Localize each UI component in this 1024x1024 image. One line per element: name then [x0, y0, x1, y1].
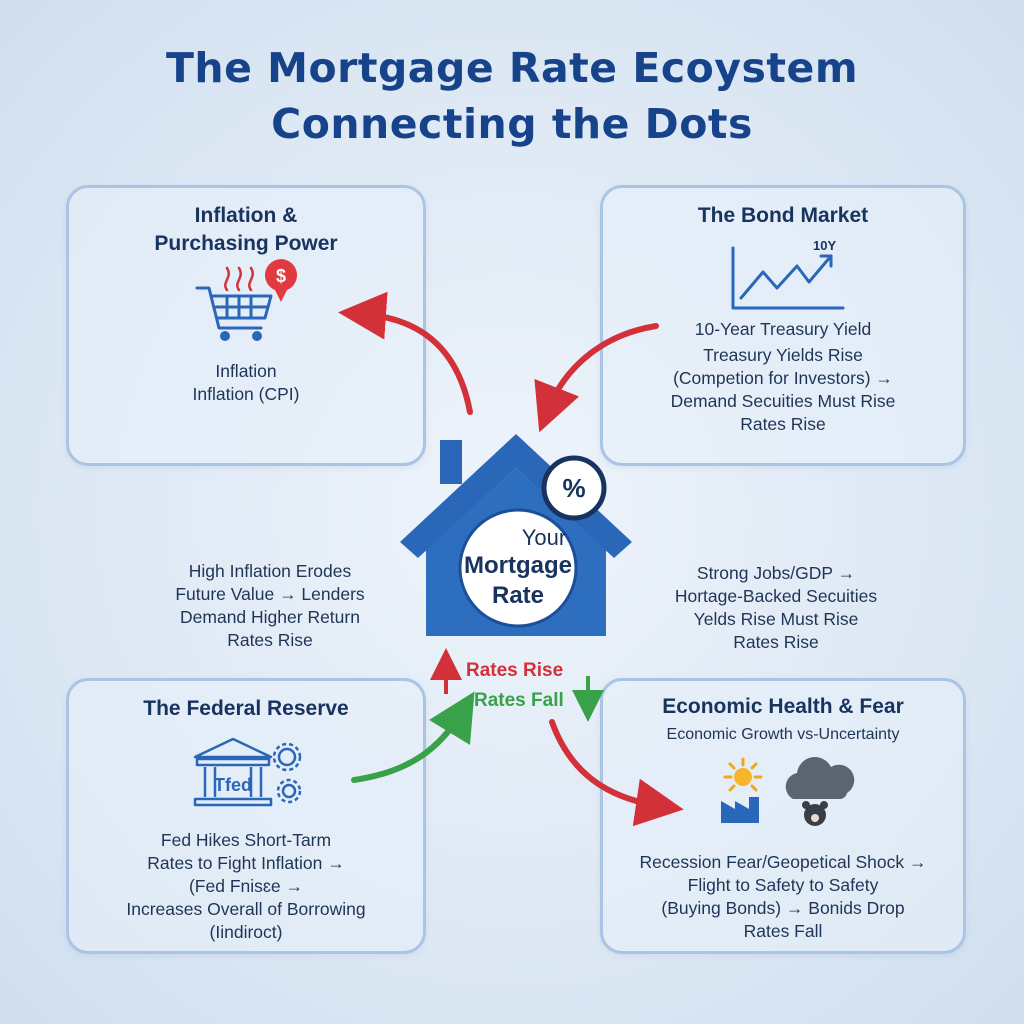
dollar-badge-label: $ — [275, 266, 286, 286]
inflation-title-line1: Inflation & — [194, 204, 298, 227]
rates-fall-label: Rates Fall — [474, 690, 564, 711]
jobs-effect-text: Strong Jobs/GDP → Hortage-Backed Secuiti… — [646, 562, 906, 654]
jobs-effect-line2: Hortage-Backed Secuities — [674, 586, 878, 606]
econ-text-line4: Rates Fall — [743, 921, 823, 941]
fed-text-line4: Increases Overall of Borrowing — [126, 899, 366, 919]
fed-title: The Federal Reserve — [143, 697, 349, 720]
yield-chart-label: 10Y — [813, 238, 837, 253]
bond-text-line3: Demand Secuities Must Rise — [670, 391, 896, 411]
fed-text-line2: Rates to Fight Inflation → — [147, 853, 345, 873]
fed-text: Fed Hikes Short-Tarm Rates to Fight Infl… — [69, 829, 423, 944]
jobs-effect-line4: Rates Rise — [733, 632, 819, 652]
fed-text-line1: Fed Hikes Short-Tarm — [160, 830, 332, 850]
inflation-effect-line1: High Inflation Erodes — [188, 561, 352, 581]
inflation-title: Inflation & Purchasing Power — [69, 202, 423, 258]
arrow-to-inflation — [338, 291, 473, 415]
bond-text: Treasury Yields Rise (Competion for Inve… — [603, 344, 963, 436]
bond-text-line1: Treasury Yields Rise — [703, 345, 863, 365]
econ-text-line1: Recession Fear/Geopetical Shock → — [639, 852, 927, 872]
storm-cloud-icon — [785, 757, 855, 826]
fed-text-line5: (Iindiroct) — [209, 922, 283, 942]
percent-badge: % — [562, 473, 586, 503]
bank-building-icon — [193, 737, 302, 807]
house-label-line2: Mortgage — [464, 552, 572, 579]
bond-market-panel: The Bond Market 10Y 10-Year Treasury Yie… — [600, 185, 966, 466]
dollar-badge-icon — [265, 259, 297, 302]
inflation-text-line1: Inflation — [215, 361, 277, 381]
arrow-to-economy — [549, 719, 684, 827]
econ-subtitle: Economic Growth vs-Uncertainty — [666, 726, 900, 743]
inflation-effect-line4: Rates Rise — [227, 630, 313, 650]
bond-text-line2: (Competion for Investors) → — [673, 368, 893, 388]
econ-title: Economic Health & Fear — [662, 695, 904, 718]
federal-reserve-panel: The Federal Reserve Tfed Fed Hikes Short… — [66, 678, 426, 954]
bond-text-line4: Rates Rise — [740, 414, 826, 434]
arrow-from-fed — [351, 691, 475, 783]
rates-rise-label: Rates Rise — [466, 660, 564, 681]
econ-text-line3: (Buying Bonds) → Bonids Drop — [661, 898, 905, 918]
house-icon — [400, 434, 632, 636]
page-subtitle: Connecting the Dots — [271, 100, 753, 148]
jobs-effect-line1: Strong Jobs/GDP → — [696, 563, 856, 583]
fed-text-line3: (Fed Fnisɛe → — [188, 876, 304, 896]
house-label-line1: Your — [521, 525, 567, 550]
page-title: The Mortgage Rate Ecoystem — [165, 44, 859, 92]
bank-building-label: Tfed — [214, 775, 252, 795]
inflation-effect-line3: Demand Higher Return — [180, 607, 360, 627]
house-label-line3: Rate — [491, 582, 545, 609]
yield-chart-icon — [731, 246, 845, 310]
inflation-title-line2: Purchasing Power — [154, 232, 338, 255]
sun-factory-icon — [721, 757, 763, 823]
bond-title: The Bond Market — [697, 204, 869, 227]
shopping-cart-icon — [195, 266, 273, 341]
arrow-from-bond — [534, 323, 659, 433]
inflation-text-line2: Inflation (CPI) — [192, 384, 300, 404]
inflation-effect-text: High Inflation Erodes Future Value → Len… — [150, 560, 390, 652]
jobs-effect-line3: Yelds Rise Must Rise — [693, 609, 859, 629]
bond-chart-caption: 10-Year Treasury Yield — [694, 319, 872, 339]
inflation-text: Inflation Inflation (CPI) — [69, 360, 423, 406]
econ-text: Recession Fear/Geopetical Shock → Flight… — [603, 851, 963, 943]
inflation-effect-line2: Future Value → Lenders — [175, 584, 365, 604]
econ-text-line2: Flight to Safety to Safety — [687, 875, 879, 895]
